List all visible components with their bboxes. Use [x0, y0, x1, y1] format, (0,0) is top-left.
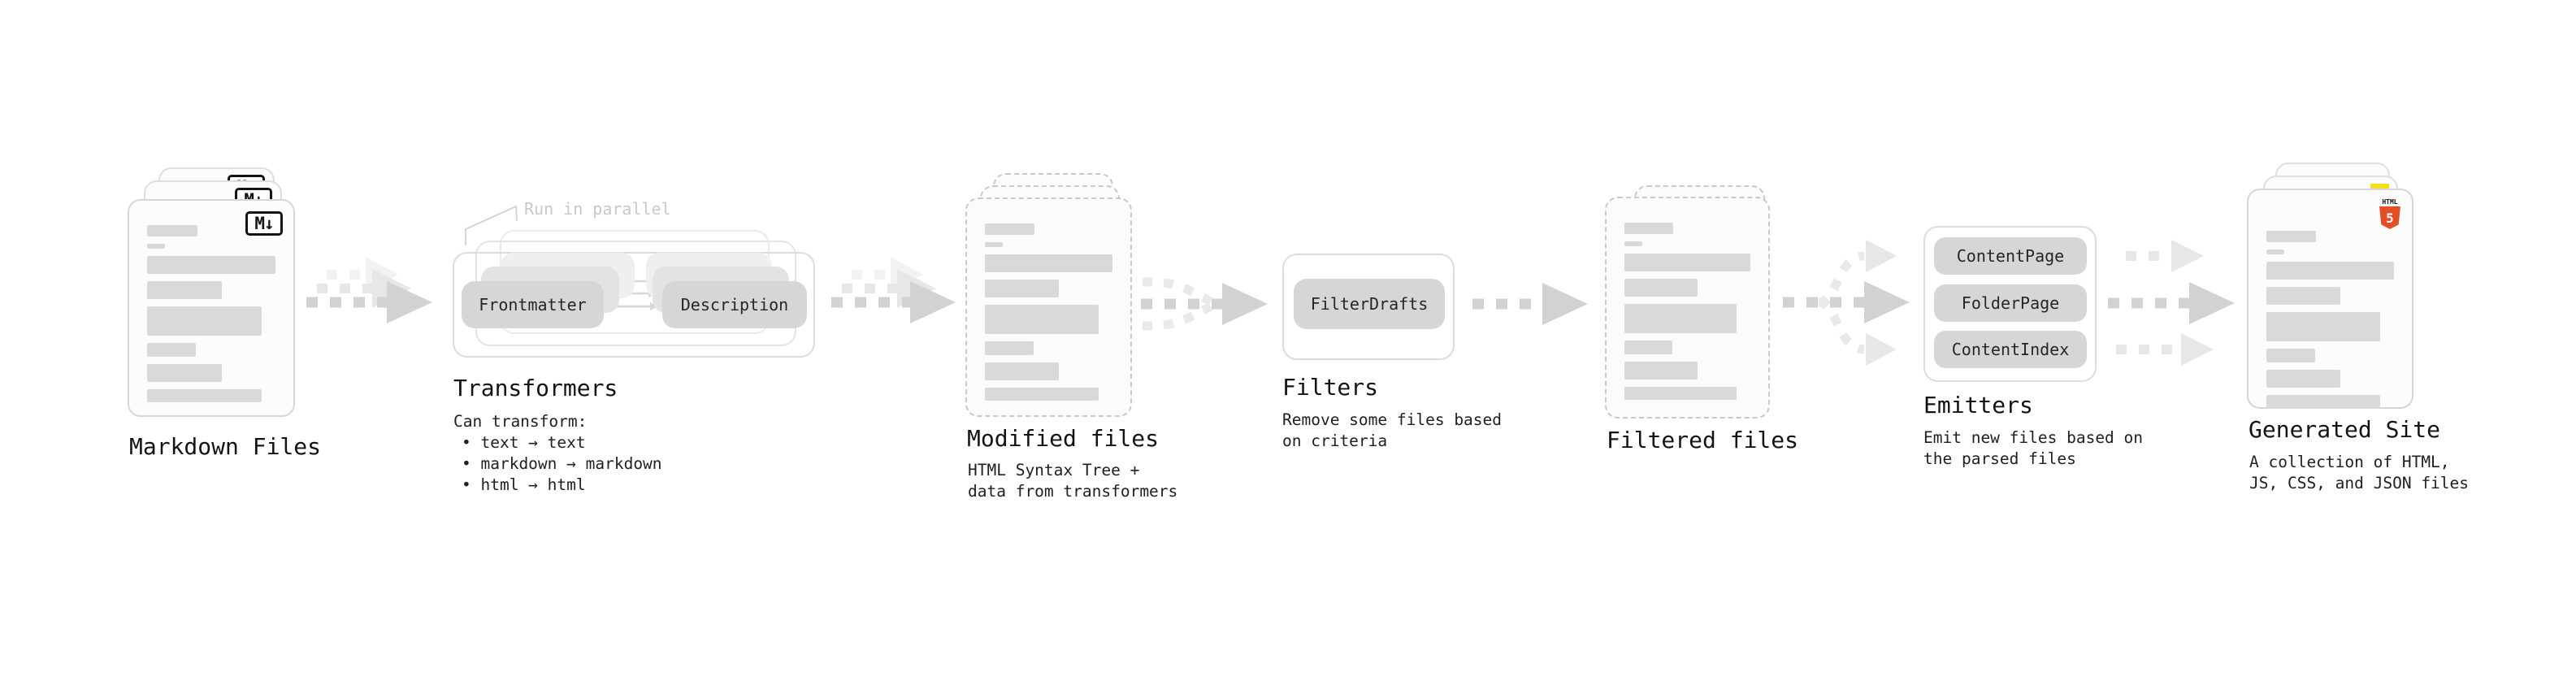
- filtered-files-label: Filtered files: [1607, 427, 1799, 453]
- js-icon: [2370, 184, 2389, 193]
- text-placeholder-bar: [147, 364, 222, 382]
- emitters-desc: Emit new files based on the parsed files: [1923, 428, 2144, 468]
- run-in-parallel-note: Run in parallel: [524, 199, 671, 219]
- text-placeholder-bar: [2266, 349, 2315, 362]
- text-placeholder-bar: [1624, 241, 1642, 246]
- text-placeholder-bar: [147, 306, 262, 336]
- file-content-placeholder: [2266, 231, 2394, 408]
- text-placeholder-bar: [2266, 370, 2341, 388]
- text-placeholder-bar: [147, 225, 197, 236]
- contentpage-pill: ContentPage: [1934, 237, 2087, 275]
- text-placeholder-bar: [1624, 362, 1698, 380]
- transformers-desc: Can transform: • text → text • markdown …: [453, 411, 662, 496]
- file-content-placeholder: [1624, 223, 1750, 400]
- filters-label: Filters: [1282, 374, 1379, 401]
- transformers-desc-title: Can transform:: [453, 412, 588, 431]
- text-placeholder-bar: [1624, 279, 1698, 297]
- transformers-bullet: • text → text: [462, 433, 586, 452]
- text-placeholder-bar: [985, 242, 1003, 247]
- text-placeholder-bar: [2266, 287, 2341, 305]
- text-placeholder-bar: [1624, 340, 1672, 354]
- markdown-file-card: M↓: [128, 199, 295, 417]
- text-placeholder-bar: [1624, 254, 1750, 271]
- text-placeholder-bar: [2266, 312, 2380, 341]
- text-placeholder-bar: [985, 362, 1060, 380]
- markdown-icon: M↓: [245, 211, 283, 236]
- filterdrafts-pill: FilterDrafts: [1294, 279, 1445, 329]
- generated-site-desc: A collection of HTML, JS, CSS, and JSON …: [2249, 453, 2470, 492]
- arrow-filters-to-filtered: [1472, 283, 1588, 325]
- modified-files-label: Modified files: [967, 425, 1160, 452]
- markdown-files-label: Markdown Files: [129, 433, 322, 460]
- emitters-label: Emitters: [1923, 392, 2033, 419]
- text-placeholder-bar: [147, 256, 275, 274]
- arrow-transformers-to-modified: [831, 257, 956, 323]
- transformers-bullet: • markdown → markdown: [462, 454, 662, 473]
- transformers-label: Transformers: [453, 375, 618, 401]
- modified-file-card: [965, 197, 1132, 417]
- arrow-modified-to-filters-merge: [1141, 277, 1268, 331]
- text-placeholder-bar: [147, 281, 222, 299]
- arrow-filtered-to-emitters-fork: [1783, 240, 1910, 366]
- arrow-markdown-to-transformers: [306, 257, 432, 323]
- folderpage-pill: FolderPage: [1934, 284, 2087, 322]
- text-placeholder-bar: [2266, 231, 2317, 242]
- text-placeholder-bar: [985, 388, 1099, 401]
- text-placeholder-bar: [985, 305, 1099, 334]
- contentindex-pill: ContentIndex: [1934, 331, 2087, 368]
- run-in-parallel-callout-line: [465, 205, 518, 245]
- transformer-card: [453, 252, 815, 358]
- transformers-bullet: • html → html: [462, 475, 586, 494]
- text-placeholder-bar: [1624, 223, 1674, 234]
- text-placeholder-bar: [147, 389, 262, 402]
- filtered-file-card: [1605, 197, 1770, 419]
- text-placeholder-bar: [985, 280, 1060, 297]
- frontmatter-pill: Frontmatter: [462, 281, 604, 328]
- text-placeholder-bar: [2266, 395, 2380, 408]
- text-placeholder-bar: [147, 343, 197, 357]
- text-placeholder-bar: [985, 223, 1035, 235]
- file-content-placeholder: [147, 225, 275, 402]
- modified-files-desc: HTML Syntax Tree + data from transformer…: [968, 461, 1178, 501]
- text-placeholder-bar: [2266, 262, 2394, 280]
- file-content-placeholder: [985, 223, 1112, 401]
- text-placeholder-bar: [985, 254, 1112, 272]
- html5-icon: HTML 5: [2378, 198, 2402, 229]
- filters-desc: Remove some files based on criteria: [1282, 410, 1503, 450]
- text-placeholder-bar: [2266, 249, 2284, 254]
- generated-site-label: Generated Site: [2249, 416, 2441, 443]
- text-placeholder-bar: [1624, 387, 1737, 400]
- description-pill: Description: [662, 281, 807, 328]
- arrow-emitters-to-generated: [2108, 240, 2235, 366]
- text-placeholder-bar: [985, 341, 1034, 355]
- text-placeholder-bar: [147, 244, 166, 249]
- generated-file-card-html: HTML 5: [2247, 189, 2413, 409]
- text-placeholder-bar: [1624, 304, 1737, 333]
